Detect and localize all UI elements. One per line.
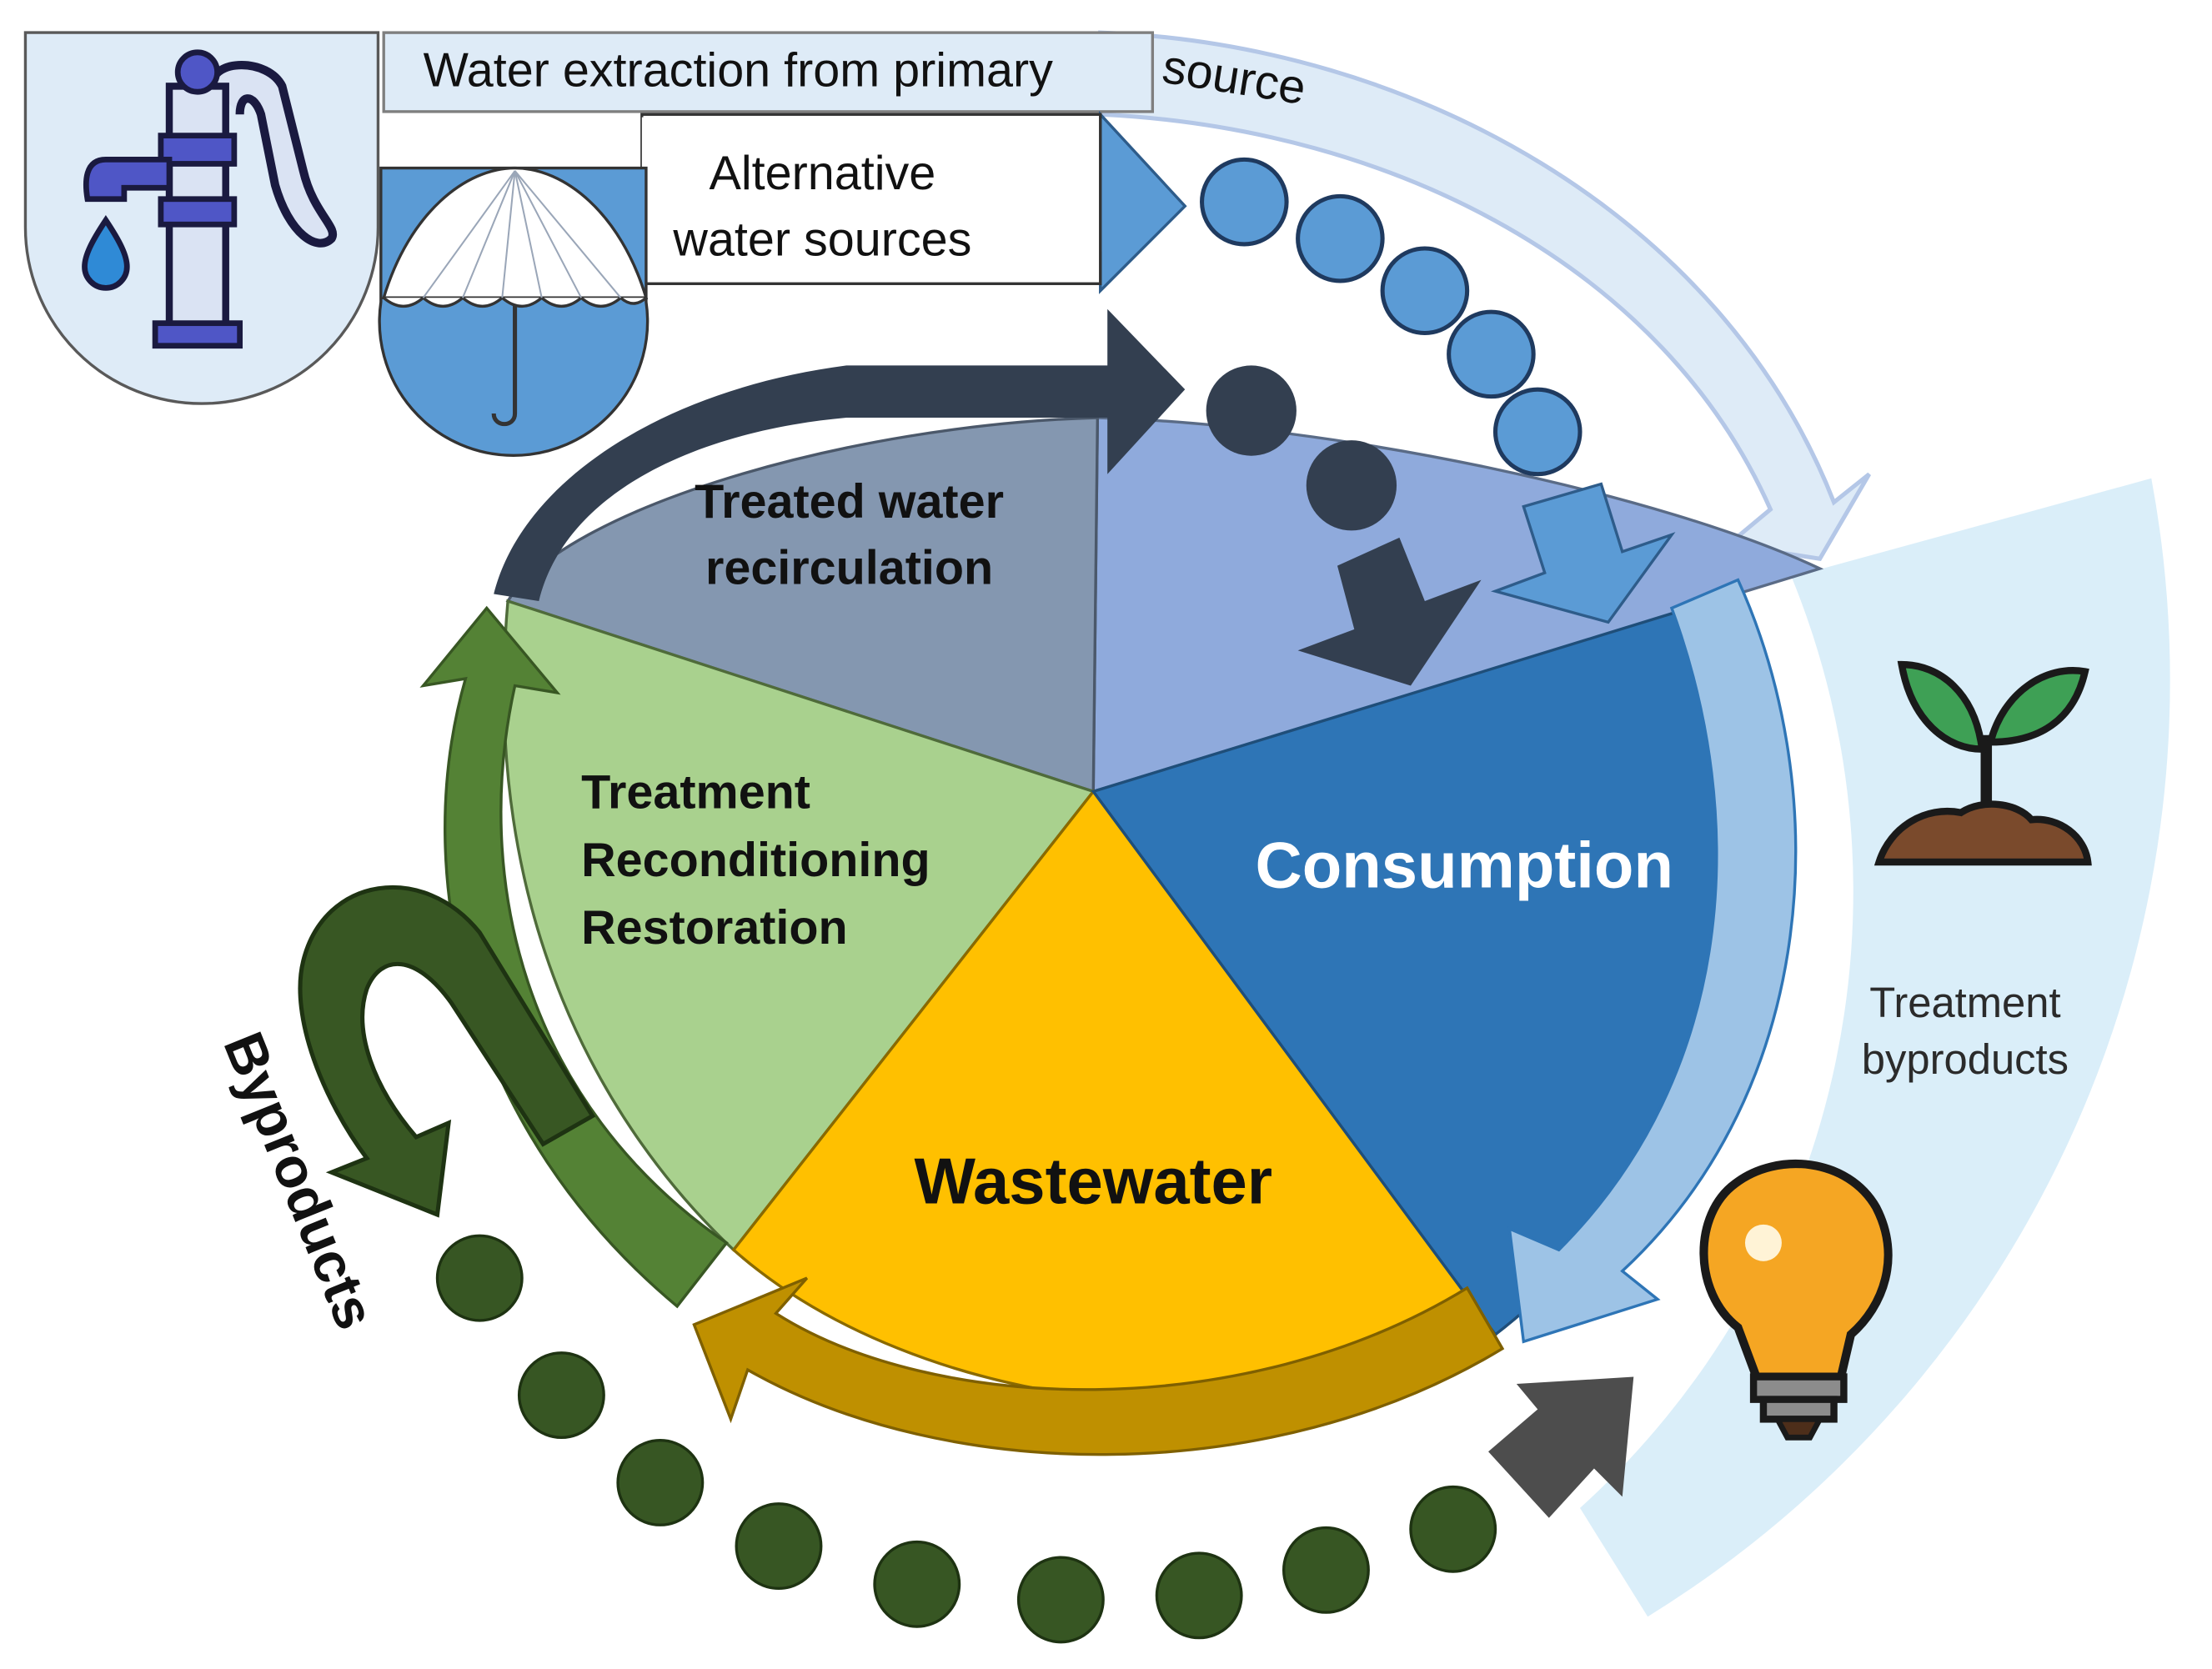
consumption-outflow-arrow [1507, 578, 1798, 1344]
extraction-label-box [382, 31, 1155, 113]
umbrella-icon [378, 166, 650, 457]
byproduct-uturn-arrow [298, 885, 596, 1218]
treatment-label-line2: Reconditioning [581, 834, 930, 887]
byproduct-to-panel-arrow [1488, 1376, 1634, 1518]
wastewater-label: Wastewater [914, 1145, 1272, 1217]
alt-sources-label-line2: water sources [672, 213, 971, 266]
treatment-label-line1: Treatment [581, 766, 810, 819]
light-bulb-icon [1699, 1159, 1893, 1441]
byproduct-dots [435, 1234, 1497, 1644]
treatment-byproducts-label-line1: Treatment [1869, 979, 2060, 1026]
recirculation-arrow [494, 308, 1186, 601]
water-pump-icon [23, 31, 380, 405]
blue-down-arrow [1490, 482, 1676, 624]
plant-sprout-icon [1873, 660, 2092, 866]
consumption-label: Consumption [1256, 829, 1673, 901]
extraction-arc-arrow [1098, 30, 1872, 561]
treated-water-label-line2: recirculation [705, 542, 993, 595]
treatment-byproducts-label-line2: byproducts [1862, 1035, 2069, 1083]
treated-water-label-line1: Treated water [695, 475, 1004, 529]
extraction-label: Water extraction from primary [424, 43, 1054, 97]
supply-dots [1200, 157, 1583, 477]
recirculated-dots [1206, 365, 1397, 531]
wastewater-arrow [692, 1276, 1505, 1456]
alt-sources-label-line1: Alternative [710, 147, 936, 200]
treatment-label-line3: Restoration [581, 901, 848, 955]
byproduct-panel [1580, 478, 2170, 1617]
